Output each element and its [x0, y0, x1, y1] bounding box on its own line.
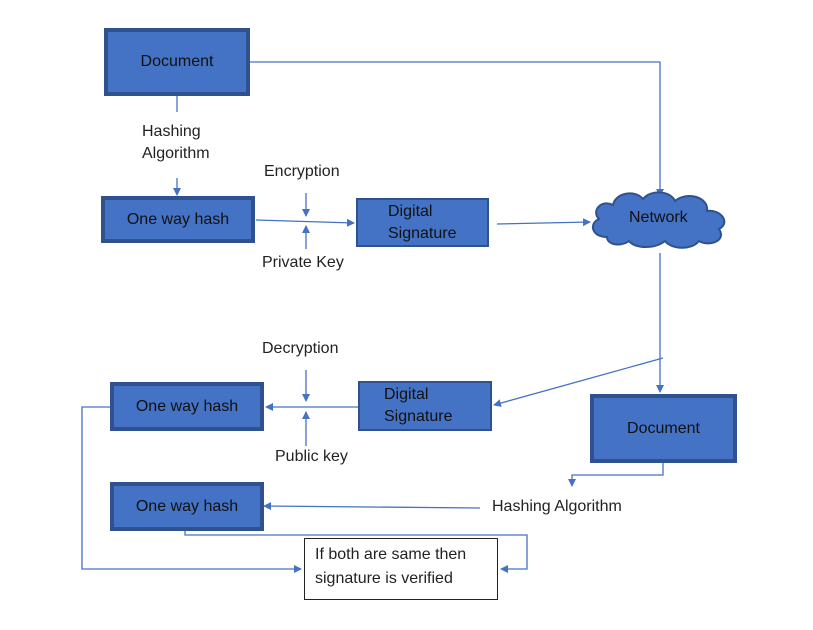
doc-to-hashing-line	[568, 462, 664, 487]
hashing-algorithm-top-label: Hashing Algorithm	[142, 121, 210, 165]
hashing-to-hash-arrow	[263, 502, 481, 511]
document-top-box: Document	[104, 28, 250, 96]
network-to-signature-arrow	[493, 357, 664, 407]
hashing-algorithm-top-line-2: Algorithm	[142, 145, 210, 162]
hashing-algorithm-top-line-1: Hashing	[142, 123, 201, 140]
digital-signature-bottom-line-2: Signature	[384, 408, 453, 425]
public-key-label: Public key	[275, 448, 348, 465]
private-key-label: Private Key	[262, 254, 344, 271]
decrypted-to-verify-arrow	[81, 406, 302, 573]
document-bottom-box: Document	[590, 394, 737, 463]
hash-to-signature-arrow	[255, 218, 355, 227]
decryption-label: Decryption	[262, 340, 339, 357]
document-top-label: Document	[140, 53, 214, 70]
one-way-hash-computed-box: One way hash	[110, 482, 264, 531]
verification-box: If both are same then signature is verif…	[304, 538, 498, 600]
verification-line-2: signature is verified	[315, 570, 453, 587]
hashing-algorithm-bottom-label: Hashing Algorithm	[492, 498, 622, 515]
verification-line-1: If both are same then	[315, 546, 467, 563]
encryption-label: Encryption	[264, 163, 340, 180]
document-bottom-label: Document	[627, 419, 700, 437]
network-label: Network	[629, 209, 688, 226]
one-way-hash-computed-label: One way hash	[135, 497, 239, 515]
one-way-hash-decrypted-box: One way hash	[110, 382, 264, 431]
computed-to-verify-arrow	[184, 531, 528, 573]
digital-signature-top-line-2: Signature	[388, 224, 457, 242]
digital-signature-top-box: Digital Signature	[356, 198, 489, 247]
digital-signature-bottom-line-1: Digital	[384, 386, 429, 403]
one-way-hash-top-label: One way hash	[126, 210, 230, 228]
digital-signature-top-line-1: Digital	[388, 202, 433, 220]
one-way-hash-decrypted-label: One way hash	[135, 397, 239, 415]
signature-to-network-arrow	[496, 218, 591, 227]
digital-signature-bottom-box: Digital Signature	[358, 381, 492, 431]
doc-to-network-line	[250, 61, 664, 197]
network-cloud-icon	[591, 191, 726, 249]
one-way-hash-top-box: One way hash	[101, 196, 255, 243]
